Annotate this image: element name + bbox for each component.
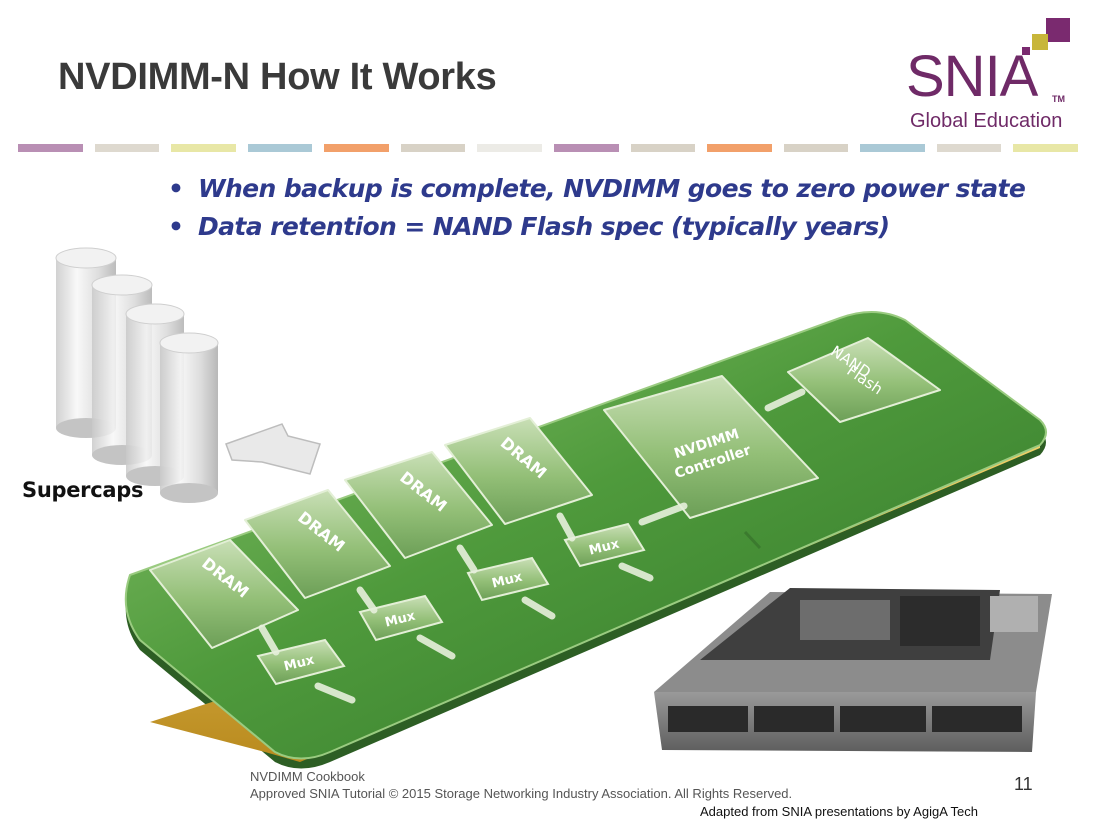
bullet-dot: •: [168, 174, 184, 203]
logo-square-small: [1022, 47, 1030, 55]
logo-subtitle: Global Education: [910, 110, 1063, 132]
divider-stripe: [860, 144, 925, 152]
dram-chip: DRAM: [149, 539, 299, 649]
dram-chip: DRAM: [444, 417, 593, 525]
mux-label: Mux: [283, 652, 317, 674]
color-divider: [18, 144, 1078, 152]
mux-chip: Mux: [358, 594, 444, 642]
logo-wordmark: SNIA: [906, 44, 1038, 109]
supercaps-label: Supercaps: [22, 478, 144, 502]
divider-stripe: [94, 144, 160, 152]
logo-square-large: [1046, 18, 1070, 42]
divider-stripe: [936, 144, 1002, 152]
divider-stripe: [400, 144, 466, 152]
attribution-credit: Adapted from SNIA presentations by AgigA…: [700, 804, 978, 819]
page-number: 11: [1014, 774, 1033, 794]
footer-line-1: NVDIMM Cookbook: [250, 769, 365, 784]
divider-stripe: [247, 144, 313, 152]
mux-label: Mux: [491, 569, 525, 591]
supercaps: [55, 247, 219, 503]
divider-stripe: [630, 144, 696, 152]
mux-label: Mux: [384, 608, 418, 630]
dram-chip: DRAM: [344, 451, 493, 559]
bullet-text: Data retention = NAND Flash spec (typica…: [197, 212, 890, 241]
supercap-connector-arrow: [225, 423, 321, 475]
divider-stripe: [554, 144, 619, 152]
logo-square-medium: [1032, 34, 1048, 50]
divider-stripe: [783, 144, 849, 152]
footer-text: NVDIMM Cookbook Approved SNIA Tutorial ©…: [250, 768, 792, 802]
dram-chip: DRAM: [244, 489, 391, 599]
server-image: [654, 588, 1052, 752]
mux-label: Mux: [588, 536, 622, 558]
nand-flash-chip: NAND Flash: [787, 337, 941, 423]
mux-chip: Mux: [256, 638, 346, 686]
bullet-list: • When backup is complete, NVDIMM goes to…: [168, 174, 1026, 250]
divider-stripe: [171, 144, 236, 152]
divider-stripe: [18, 144, 83, 152]
divider-stripe: [477, 144, 542, 152]
bullet-item: • Data retention = NAND Flash spec (typic…: [168, 212, 1025, 250]
mux-chip: Mux: [466, 556, 550, 602]
bullet-dot: •: [168, 212, 184, 241]
divider-stripe: [1013, 144, 1078, 152]
logo-trademark: TM: [1052, 94, 1065, 104]
nvdimm-controller-chip: NVDIMM Controller: [603, 375, 819, 519]
slide-title: NVDIMM-N How It Works: [58, 56, 497, 98]
mux-chip: Mux: [563, 522, 646, 568]
snia-logo: SNIA TM Global Education: [900, 12, 1090, 134]
divider-stripe: [707, 144, 772, 152]
divider-stripe: [324, 144, 389, 152]
footer-line-2: Approved SNIA Tutorial © 2015 Storage Ne…: [250, 786, 793, 801]
bullet-text: When backup is complete, NVDIMM goes to …: [197, 174, 1026, 203]
connection-arrows: [258, 388, 806, 704]
supercap-cylinder: [159, 332, 219, 503]
bullet-item: • When backup is complete, NVDIMM goes to…: [168, 174, 1026, 212]
